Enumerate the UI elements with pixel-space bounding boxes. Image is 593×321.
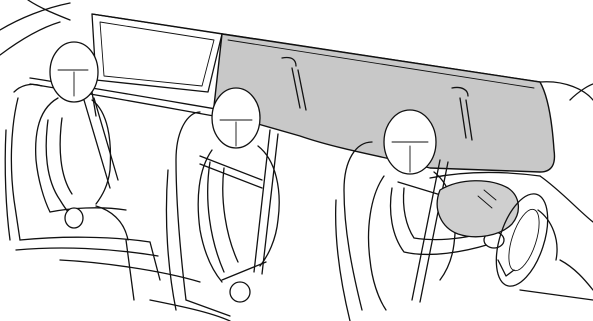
front-airbag-icon	[437, 181, 518, 237]
curtain-airbag-icon	[214, 34, 554, 172]
